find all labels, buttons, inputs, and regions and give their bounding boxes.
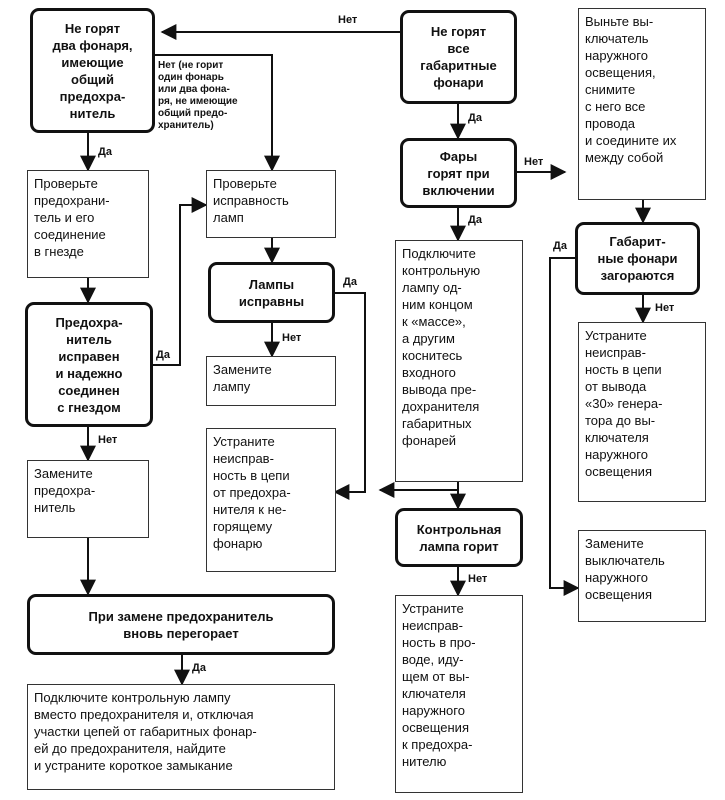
action-remove-switch: Выньте вы- ключатель наружного освещения…	[578, 8, 706, 200]
action-short-circuit-text: Подключите контрольную лампу вместо пред…	[34, 690, 257, 773]
label-fuse-ok-no: Нет	[98, 434, 118, 446]
decision-test-lamp-on: Контрольная лампа горит	[395, 508, 523, 567]
decision-fuse-blows-again-text: При замене предохранитель вновь перегора…	[88, 608, 274, 641]
label-lamps-ok-yes: Да	[343, 276, 357, 288]
decision-fuse-blows-again: При замене предохранитель вновь перегора…	[27, 594, 335, 655]
decision-headlights-on: Фары горят при включении	[400, 138, 517, 208]
action-connect-test-lamp: Подключите контрольную лампу од- ним кон…	[395, 240, 523, 482]
label-headlights-no: Нет	[524, 156, 544, 168]
label-headlights-yes: Да	[468, 214, 482, 226]
label-parking-yes: Да	[553, 240, 567, 252]
decision-fuse-ok: Предохра- нитель исправен и надежно соед…	[25, 302, 153, 427]
action-replace-switch: Замените выключатель наружного освещения	[578, 530, 706, 622]
decision-two-lamps-off: Не горят два фонаря, имеющие общий предо…	[30, 8, 155, 133]
decision-test-lamp-on-text: Контрольная лампа горит	[416, 521, 502, 554]
action-fix-fault-to-lamp-text: Устраните неисправ- ность в цепи от пред…	[213, 434, 291, 551]
action-fix-fault-to-lamp: Устраните неисправ- ность в цепи от пред…	[206, 428, 336, 572]
action-check-lamps-text: Проверьте исправность ламп	[213, 176, 289, 225]
action-fix-fault-generator-text: Устраните неисправ- ность в цепи от выво…	[585, 328, 663, 479]
decision-all-off-text: Не горят все габаритные фонари	[420, 24, 497, 90]
arrow-parking-to-replace-switch	[549, 257, 580, 596]
action-replace-switch-text: Замените выключатель наружного освещения	[585, 536, 665, 602]
action-check-fuse: Проверьте предохрани- тель и его соедине…	[27, 170, 149, 278]
action-replace-fuse-text: Замените предохра- нитель	[34, 466, 96, 515]
label-all-off-yes: Да	[468, 112, 482, 124]
label-no-one-lamp-note: Нет (не горит один фонарь или два фона- …	[158, 60, 238, 131]
action-replace-lamp: Замените лампу	[206, 356, 336, 406]
decision-two-lamps-off-text: Не горят два фонаря, имеющие общий предо…	[52, 20, 133, 121]
label-parking-no: Нет	[655, 302, 675, 314]
decision-headlights-on-text: Фары горят при включении	[422, 148, 495, 198]
label-lamps-ok-no: Нет	[282, 332, 302, 344]
decision-parking-lights-on: Габарит- ные фонари загораются	[575, 222, 700, 295]
decision-parking-lights-on-text: Габарит- ные фонари загораются	[597, 234, 678, 283]
decision-all-off: Не горят все габаритные фонари	[400, 10, 517, 104]
decision-fuse-ok-text: Предохра- нитель исправен и надежно соед…	[55, 314, 123, 415]
label-test-lamp-no: Нет	[468, 573, 488, 585]
action-connect-test-lamp-text: Подключите контрольную лампу од- ним кон…	[402, 246, 481, 448]
action-fix-fault-wire-text: Устраните неисправ- ность в про- воде, и…	[402, 601, 476, 769]
action-check-lamps: Проверьте исправность ламп	[206, 170, 336, 238]
action-check-fuse-text: Проверьте предохрани- тель и его соедине…	[34, 176, 110, 259]
decision-lamps-ok: Лампы исправны	[208, 262, 335, 323]
label-blows-yes: Да	[192, 662, 206, 674]
arrow-fuse-ok-to-check-lamps	[153, 197, 208, 366]
action-fix-fault-generator: Устраните неисправ- ность в цепи от выво…	[578, 322, 706, 502]
label-all-off-no: Нет	[338, 14, 358, 26]
action-replace-lamp-text: Замените лампу	[213, 362, 272, 394]
arrow-lamps-ok-to-fix-fault	[333, 292, 366, 500]
action-remove-switch-text: Выньте вы- ключатель наружного освещения…	[585, 14, 677, 165]
action-fix-fault-wire: Устраните неисправ- ность в про- воде, и…	[395, 595, 523, 793]
action-short-circuit: Подключите контрольную лампу вместо пред…	[27, 684, 335, 790]
decision-lamps-ok-text: Лампы исправны	[238, 276, 305, 309]
label-fuse-ok-yes: Да	[156, 349, 170, 361]
label-two-lamps-yes: Да	[98, 146, 112, 158]
action-replace-fuse: Замените предохра- нитель	[27, 460, 149, 538]
